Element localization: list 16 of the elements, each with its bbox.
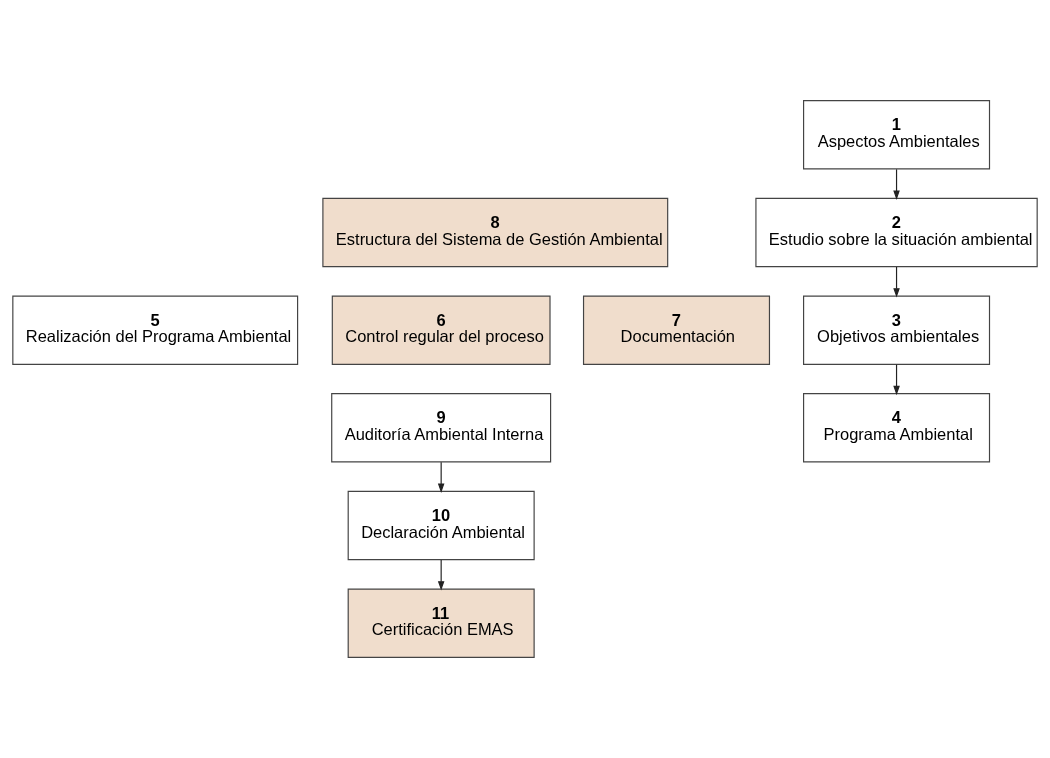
node-box: 8 Estructura del Sistema de Gestión Ambiental: [322, 197, 669, 268]
node-box: 3 Objetivos ambientales: [803, 295, 991, 365]
node-box: 5 Realización del Programa Ambiental: [12, 295, 299, 365]
arrow: [437, 559, 445, 591]
node-box: 4 Programa Ambiental: [803, 393, 991, 463]
node-box: 1 Aspectos Ambientales: [803, 100, 991, 170]
arrow: [437, 461, 445, 493]
node-box: 7 Documentación: [582, 295, 771, 365]
arrow: [893, 266, 900, 298]
arrow: [893, 364, 900, 396]
node-box: 10 Declaración Ambiental: [347, 490, 535, 561]
node-box: 6 Control regular del proceso: [331, 295, 551, 365]
arrow: [893, 168, 900, 200]
node-box: 9 Auditoría Ambiental Interna: [331, 393, 552, 463]
node-box: 11 Certificación EMAS: [347, 588, 535, 658]
node-box: 2 Estudio sobre la situación ambiental: [755, 197, 1038, 268]
